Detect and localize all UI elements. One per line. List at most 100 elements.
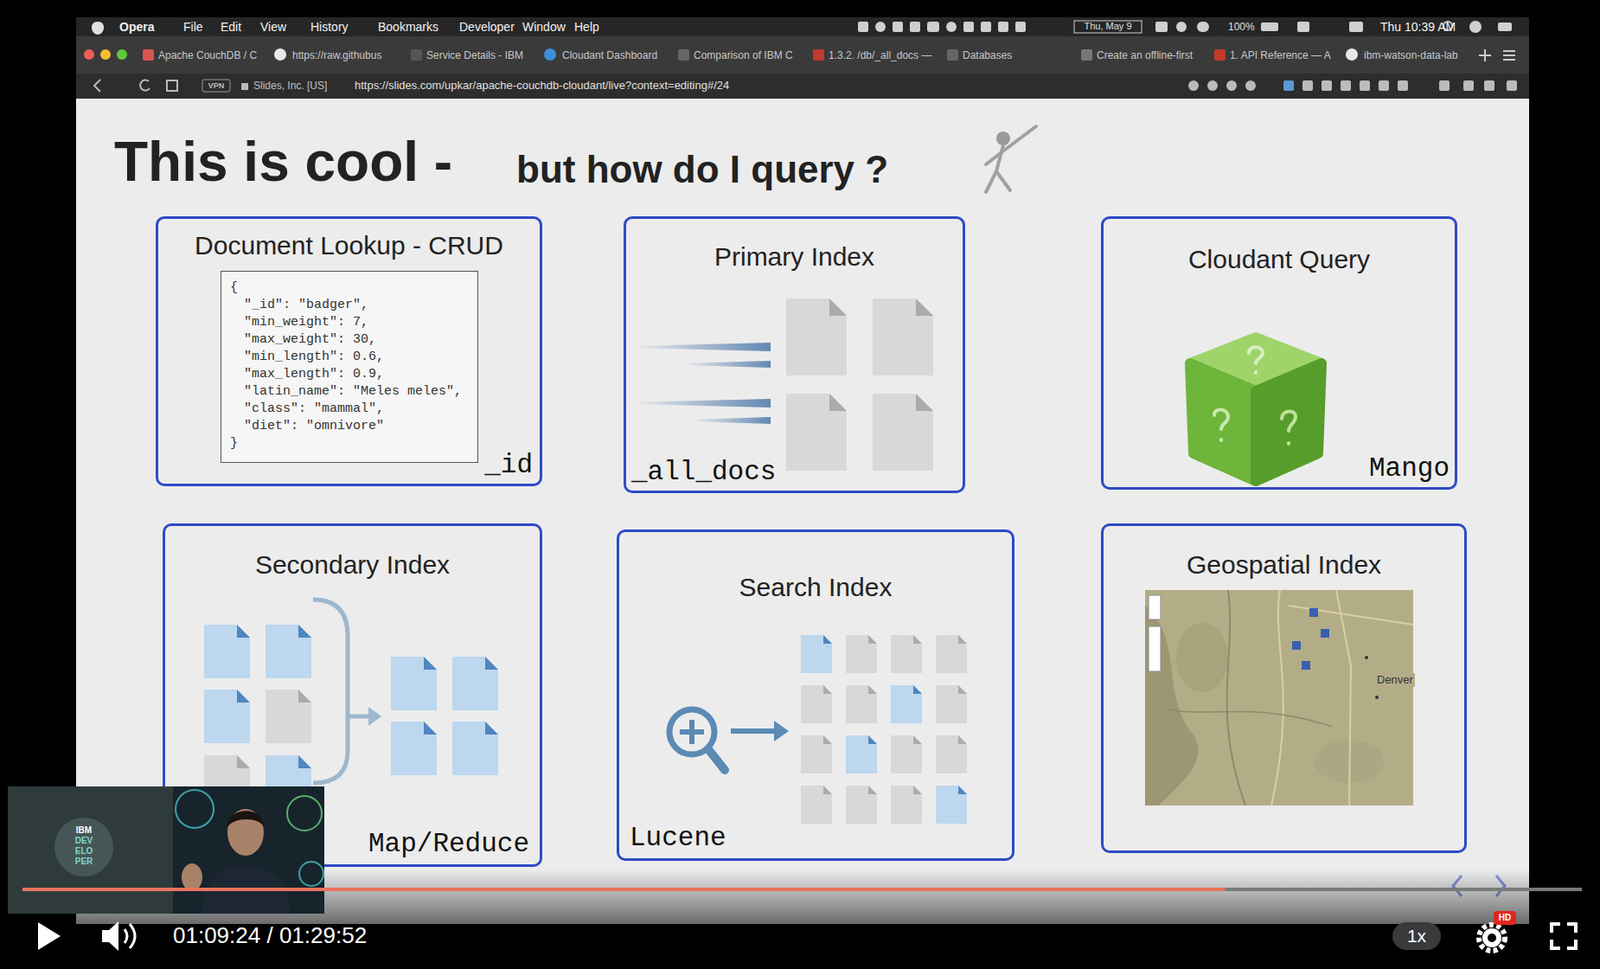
ext-icon — [1439, 80, 1450, 91]
speed-button: 1x — [1407, 924, 1427, 947]
logo-panel — [7, 786, 173, 914]
gear-teeth — [1478, 924, 1505, 951]
url-text: https://slides.com/upkar/apache-couchdb-… — [354, 78, 730, 93]
fencer-body — [985, 126, 1037, 192]
back-arrow — [94, 79, 101, 92]
document-fold — [958, 684, 967, 694]
extension-icons — [1188, 80, 1517, 91]
document-icon — [800, 735, 832, 774]
status-icon — [980, 21, 992, 32]
document-sheet — [935, 684, 967, 724]
box-heading: Geospatial Index — [1186, 549, 1382, 581]
site-identity: Slides, Inc. [US] — [253, 79, 327, 92]
status-icon — [1196, 21, 1210, 32]
status-date: Thu, May 9 — [1083, 20, 1132, 32]
ext-icon — [1207, 80, 1218, 91]
document-icon — [890, 684, 922, 724]
code-line: "max_weight": 30, — [230, 331, 377, 349]
tab-icons — [142, 48, 1516, 62]
logo-text: IBM — [76, 825, 92, 836]
document-fold — [958, 634, 967, 644]
document-icon — [872, 298, 934, 376]
ext-icon — [1484, 80, 1495, 91]
tab-icon — [410, 49, 423, 61]
map-marker — [1320, 628, 1330, 638]
document-fold — [913, 684, 922, 694]
map-road — [1336, 589, 1351, 806]
document-fold — [868, 684, 877, 694]
speed-pill — [1392, 921, 1441, 950]
dice-icon — [1190, 337, 1322, 481]
document-icon — [390, 721, 437, 775]
date-box — [1074, 20, 1142, 33]
lock-icon — [241, 83, 249, 90]
status-icon — [857, 21, 869, 32]
tab-title: Apache CouchDB / C — [158, 49, 257, 62]
box-heading: Primary Index — [714, 241, 875, 273]
document-icon — [390, 656, 437, 711]
map-zoom — [1148, 595, 1161, 620]
map-town — [1375, 695, 1379, 699]
grid-icon — [166, 80, 178, 91]
document-sheet — [890, 684, 922, 724]
speed-line — [631, 398, 771, 408]
dice-question — [1281, 410, 1296, 444]
status-icon — [1155, 21, 1168, 32]
document-fold — [485, 721, 499, 735]
menu-item: Edit — [220, 19, 242, 35]
tab-icon — [947, 49, 959, 61]
webcam-video — [172, 786, 325, 914]
document-sheet — [390, 656, 437, 711]
document-sheet — [265, 689, 312, 743]
document-icon — [935, 785, 967, 824]
gear-hole — [1487, 933, 1497, 942]
clock-text: Thu 10:39 AM — [1380, 19, 1456, 35]
code-box: {"_id": "badger","min_weight": 7,"max_we… — [220, 270, 479, 463]
tab-title: Databases — [962, 49, 1012, 62]
speed-line — [633, 342, 771, 352]
document-sheet — [872, 298, 934, 376]
ext-icon — [1359, 80, 1370, 91]
document-sheet — [800, 684, 832, 724]
menu-bar — [76, 17, 1530, 37]
speed-line — [691, 416, 771, 424]
ext-icon — [1226, 80, 1237, 91]
status-icon — [963, 21, 974, 32]
tab-title: ibm-watson-data-lab — [1363, 49, 1459, 62]
map-marker — [1292, 640, 1301, 650]
document-icon — [265, 624, 312, 679]
index-name: Mango — [1369, 454, 1450, 482]
index-name: Map/Reduce — [368, 830, 530, 858]
webcam-deco — [175, 789, 214, 828]
query-box: {"_id": "badger","min_weight": 7,"max_we… — [155, 216, 543, 487]
menu-item: Developer — [459, 19, 515, 35]
map-figure — [1145, 589, 1414, 806]
query-box: Cloudant QueryMango — [1100, 216, 1458, 490]
slide-ground — [76, 98, 1530, 924]
document-sheet — [390, 721, 437, 775]
menu-icon — [1497, 22, 1512, 32]
menu-item: File — [183, 19, 204, 35]
document-sheet — [872, 393, 934, 471]
status-icon — [946, 21, 957, 32]
query-box: Geospatial Index — [1100, 523, 1467, 853]
speed-line — [683, 360, 771, 368]
ext-icon — [1188, 80, 1199, 91]
document-sheet — [890, 785, 922, 824]
document-fold — [823, 735, 832, 744]
document-icon — [890, 634, 922, 673]
ext-icon — [1321, 80, 1332, 91]
tab-icon — [544, 48, 557, 61]
new-tab-plus — [1478, 49, 1492, 62]
address-bar — [76, 73, 1530, 99]
menu-item: View — [260, 19, 287, 35]
document-icon — [800, 785, 832, 824]
status-icon — [909, 21, 921, 32]
document-fold — [298, 624, 312, 638]
document-icon — [845, 785, 877, 824]
query-box: Search IndexLucene — [616, 529, 1015, 861]
box-heading: Search Index — [739, 571, 893, 603]
map-zoom — [1148, 626, 1161, 672]
menu-app: Opera — [119, 19, 154, 35]
